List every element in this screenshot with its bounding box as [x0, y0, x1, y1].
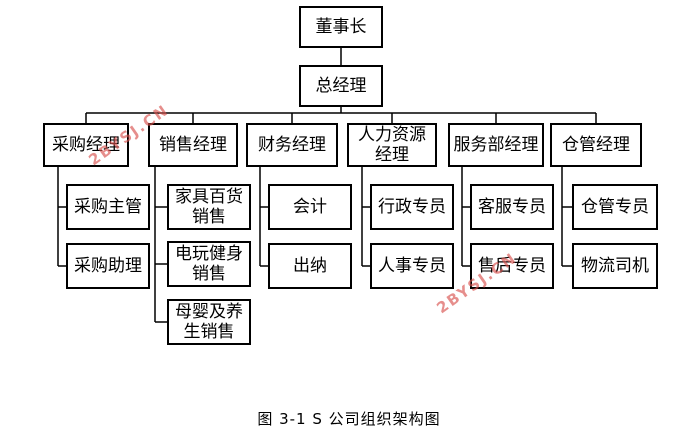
node-personnel-specialist-label: 人事专员: [378, 255, 446, 276]
node-purchase-manager-label: 采购经理: [52, 134, 120, 155]
node-accountant-label: 会计: [293, 196, 327, 217]
node-chairman-label: 董事长: [315, 16, 367, 37]
node-sales-game-label: 电玩健身销售: [175, 243, 243, 284]
node-admin-specialist: 行政专员: [370, 184, 454, 230]
node-hr-manager-label: 人力资源经理: [358, 124, 426, 165]
node-purchase-assistant-label: 采购助理: [74, 255, 142, 276]
node-personnel-specialist: 人事专员: [370, 243, 454, 289]
node-admin-specialist-label: 行政专员: [378, 196, 446, 217]
node-logistics-driver-label: 物流司机: [581, 255, 649, 276]
node-sales-manager-label: 销售经理: [159, 134, 227, 155]
node-chairman: 董事长: [299, 6, 383, 48]
node-logistics-driver: 物流司机: [572, 243, 658, 289]
node-aftersales-specialist-label: 售后专员: [478, 255, 546, 276]
node-sales-home-label: 家具百货销售: [175, 186, 243, 227]
node-purchase-supervisor: 采购主管: [66, 184, 150, 230]
node-cashier: 出纳: [268, 243, 352, 289]
node-warehouse-specialist-label: 仓管专员: [581, 196, 649, 217]
node-sales-home: 家具百货销售: [167, 184, 251, 230]
node-service-manager: 服务部经理: [448, 123, 544, 167]
node-aftersales-specialist: 售后专员: [470, 243, 554, 289]
node-sales-baby-label: 母婴及养生销售: [175, 301, 243, 342]
node-purchase-supervisor-label: 采购主管: [74, 196, 142, 217]
figure-caption: 图 3-1 S 公司组织架构图: [257, 410, 441, 428]
node-general-manager-label: 总经理: [315, 75, 367, 96]
node-sales-baby: 母婴及养生销售: [167, 299, 251, 345]
node-sales-manager: 销售经理: [148, 123, 238, 167]
node-general-manager: 总经理: [299, 65, 383, 107]
node-cs-specialist-label: 客服专员: [478, 196, 546, 217]
node-sales-game: 电玩健身销售: [167, 241, 251, 287]
node-warehouse-manager-label: 仓管经理: [562, 134, 630, 155]
node-finance-manager-label: 财务经理: [258, 134, 326, 155]
node-finance-manager: 财务经理: [246, 123, 338, 167]
node-purchase-assistant: 采购助理: [66, 243, 150, 289]
node-accountant: 会计: [268, 184, 352, 230]
node-service-manager-label: 服务部经理: [453, 134, 539, 155]
node-warehouse-specialist: 仓管专员: [572, 184, 658, 230]
node-hr-manager: 人力资源经理: [347, 123, 437, 167]
node-cashier-label: 出纳: [293, 255, 327, 276]
node-purchase-manager: 采购经理: [43, 123, 129, 167]
node-cs-specialist: 客服专员: [470, 184, 554, 230]
node-warehouse-manager: 仓管经理: [550, 123, 642, 167]
